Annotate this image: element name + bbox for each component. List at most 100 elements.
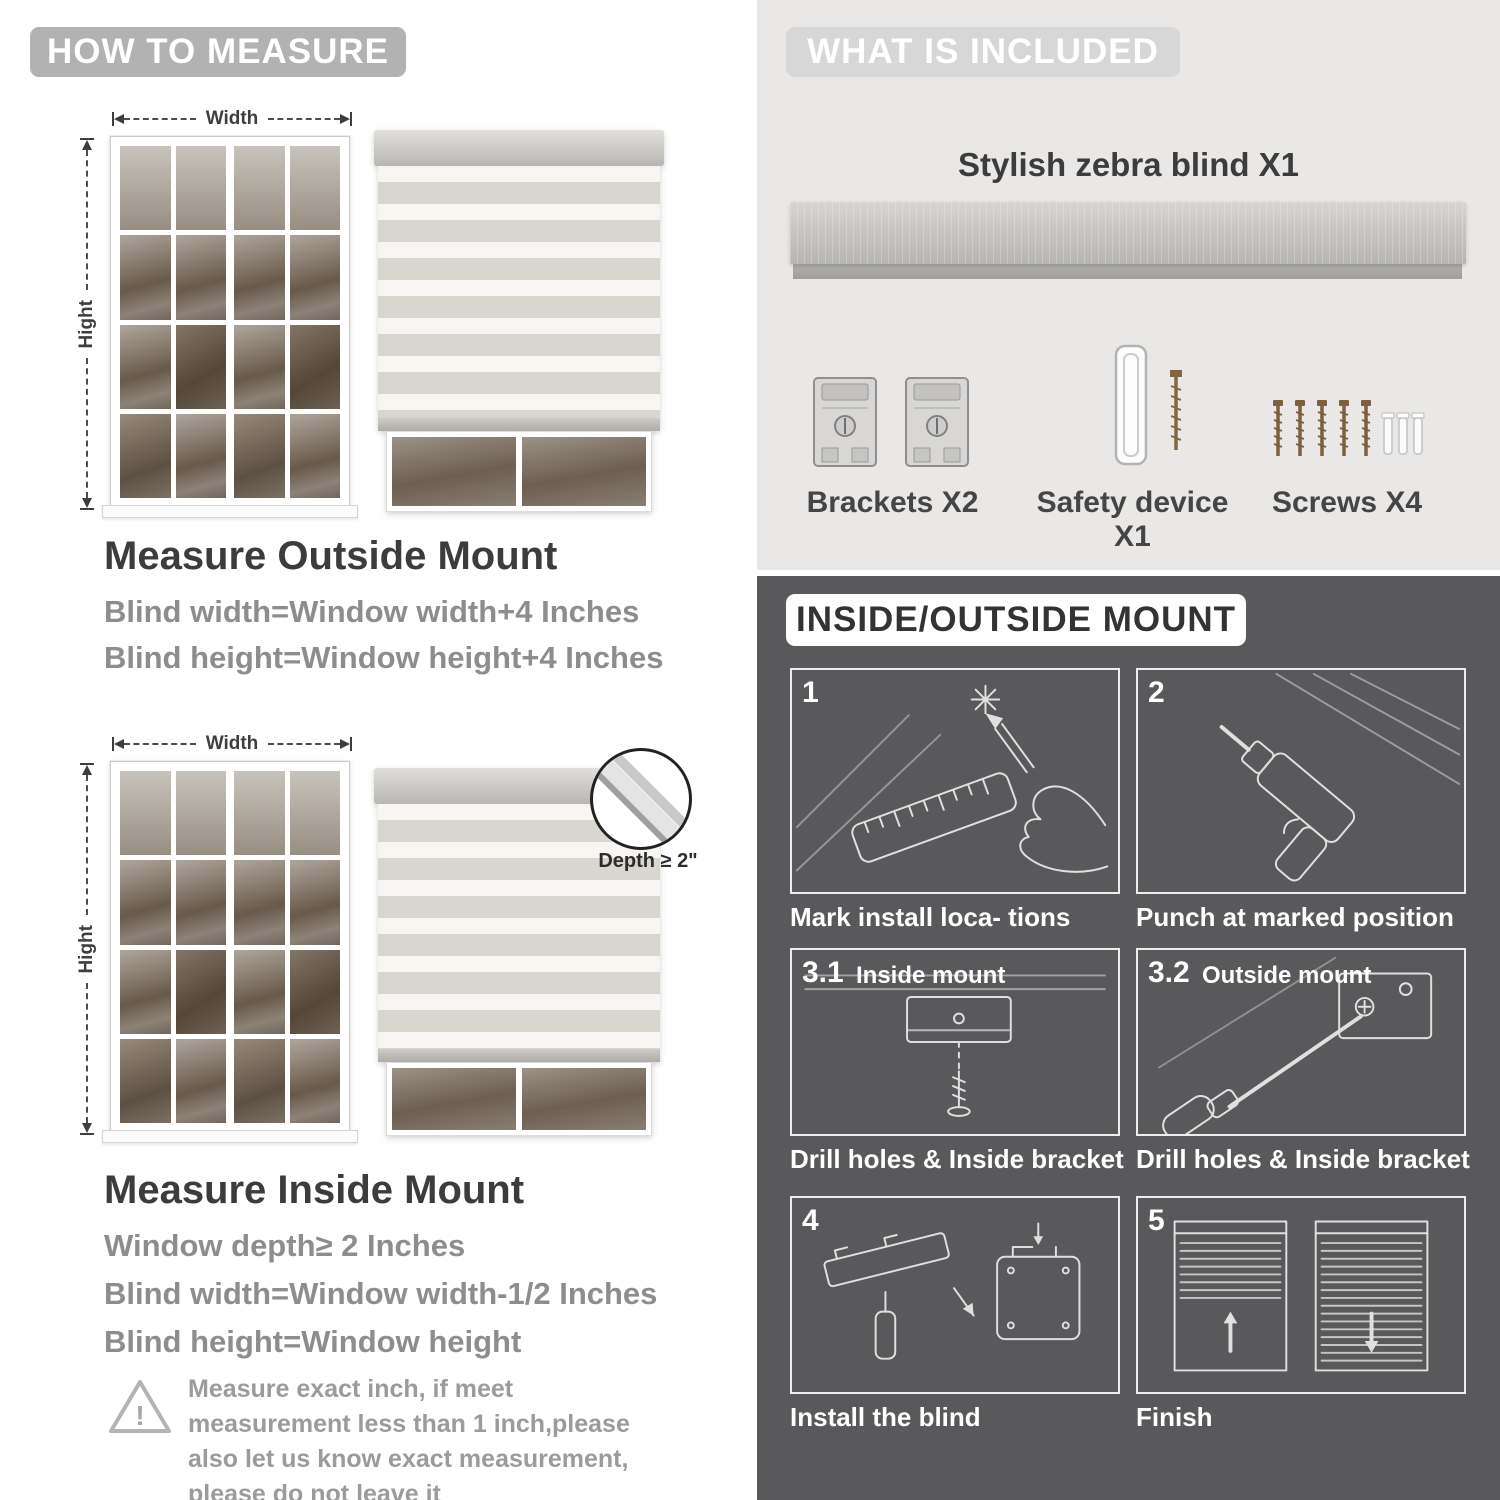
window-sliver [385, 431, 653, 512]
arrowhead-icon [114, 739, 124, 749]
arrowhead-icon [340, 739, 350, 749]
step-caption-4: Install the blind [790, 1402, 981, 1432]
zebra-blind-illustration-outside [374, 130, 664, 512]
outside-mount-line-1: Blind width=Window width+4 Inches [104, 594, 640, 629]
step-panel-1: 1 [790, 668, 1120, 894]
width-label: Width [205, 733, 259, 754]
height-dimension-arrow-outside: Hight [76, 138, 98, 511]
tick-mark [112, 737, 114, 751]
arrowhead-icon [82, 1123, 92, 1134]
window-pane [391, 1068, 516, 1130]
frame-corner-line [593, 751, 689, 847]
window-pane [234, 949, 285, 1034]
window-pane [234, 146, 285, 231]
included-section-background [757, 0, 1500, 570]
window-pane [234, 771, 285, 856]
warning-exclamation: ! [135, 1400, 144, 1431]
brackets-icon [813, 377, 969, 467]
window-pane [289, 413, 340, 498]
blind-cassette [374, 130, 664, 166]
window-pane [289, 235, 340, 320]
tick-mark [80, 508, 94, 511]
step-number: 3.1 [802, 956, 844, 989]
brackets-label: Brackets X2 [806, 486, 979, 519]
dashed-line [268, 743, 340, 745]
window-pane [120, 235, 171, 320]
what-is-included-header: WHAT IS INCLUDED [786, 27, 1180, 77]
outside-bracket-illustration [1158, 956, 1433, 1134]
step-caption-1: Mark install loca- tions [790, 902, 1071, 932]
blind-fabric-stripes [378, 804, 660, 1049]
measurement-warning-text: Measure exact inch, if meet measurement … [188, 1375, 630, 1500]
window-pane [120, 1038, 171, 1123]
step-panel-3-1: 3.1 Inside mount [790, 948, 1120, 1136]
window-pane [175, 235, 226, 320]
finish-illustration [1173, 1220, 1429, 1372]
step-panel-5: 5 [1136, 1196, 1466, 1394]
tick-mark [80, 138, 94, 140]
step-caption-2: Punch at marked position [1136, 902, 1454, 932]
window-pane [120, 949, 171, 1034]
window-pane [289, 1038, 340, 1123]
tick-mark [80, 763, 94, 765]
width-dimension-arrow-outside: Width [112, 108, 352, 130]
window-pane [175, 413, 226, 498]
dashed-line [86, 775, 88, 915]
window-sash [234, 146, 340, 498]
window-pane [120, 771, 171, 856]
inside-mount-line-3: Blind height=Window height [104, 1324, 522, 1359]
zebra-blind-headrail [790, 202, 1466, 279]
drill-illustration [1219, 672, 1461, 882]
dashed-line [268, 118, 340, 120]
window-glass [120, 771, 340, 1123]
inside-bracket-illustration [804, 974, 1106, 1117]
height-label: Hight [76, 299, 97, 349]
inside-mount-title: Measure Inside Mount [104, 1168, 525, 1212]
safety-device-icon [1114, 344, 1182, 466]
dashed-line [86, 358, 88, 499]
depth-magnifier-icon [590, 748, 692, 850]
blind-bottom-rail [378, 1049, 660, 1062]
depth-requirement-label: Depth ≥ 2" [598, 850, 698, 872]
step-number: 2 [1148, 676, 1165, 709]
blind-fabric-stripes [378, 166, 660, 418]
step-number: 3.2 [1148, 956, 1190, 989]
window-sash [234, 771, 340, 1123]
step-panel-2: 2 [1136, 668, 1466, 894]
step-number: 4 [802, 1204, 819, 1237]
zebra-blind-illustration-inside [374, 768, 664, 1136]
tick-mark [112, 112, 114, 126]
how-to-measure-header: HOW TO MEASURE [30, 27, 406, 77]
height-dimension-arrow-inside: Hight [76, 763, 98, 1136]
install-blind-illustration [823, 1222, 1081, 1360]
window-pane [175, 1038, 226, 1123]
window-pane [234, 1038, 285, 1123]
window-pane [289, 146, 340, 231]
warning-triangle-icon: ! [109, 1380, 171, 1433]
dashed-line [124, 118, 196, 120]
inside-mount-line-1: Window depth≥ 2 Inches [104, 1228, 466, 1263]
window-pane [522, 1068, 647, 1130]
step-number: 5 [1148, 1204, 1165, 1237]
width-dimension-arrow-inside: Width [112, 733, 352, 755]
arrowhead-icon [82, 765, 92, 775]
step-panel-4: 4 [790, 1196, 1120, 1394]
safety-device-label: Safety device X1 [1036, 486, 1229, 553]
step-panel-3-2: 3.2 Outside mount [1136, 948, 1466, 1136]
window-pane [175, 771, 226, 856]
blind-bottom-rail [378, 418, 660, 431]
width-label: Width [205, 108, 259, 129]
inside-outside-mount-header: INSIDE/OUTSIDE MOUNT [786, 594, 1246, 646]
window-sash [120, 771, 226, 1123]
arrowhead-icon [340, 114, 350, 124]
window-glass [120, 146, 340, 498]
step-title: Inside mount [856, 962, 1006, 989]
outside-mount-line-2: Blind height=Window height+4 Inches [104, 640, 664, 675]
window-pane [175, 860, 226, 945]
window-illustration-outside [102, 136, 358, 518]
window-pane [289, 324, 340, 409]
window-sash [120, 146, 226, 498]
window-pane [234, 860, 285, 945]
window-pane [120, 324, 171, 409]
